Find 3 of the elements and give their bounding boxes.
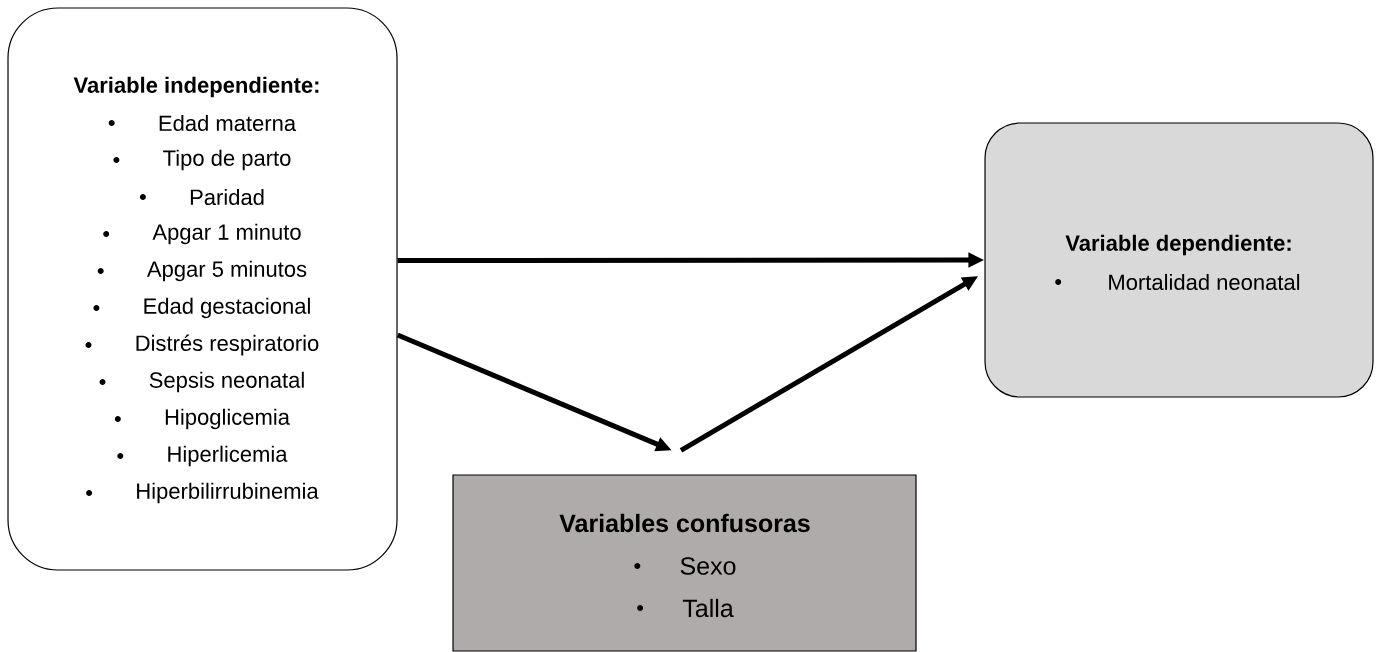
variable-box: Variable independiente: Edad materna Tipo de parto Paridad Apgar 1 minuto Apgar 5 minutos Edad gestacional Distrés respiratorio Sepsis neonatal Hipoglicemia Hiperlicemia Hiperbilirrubinemia xyxy=(7,7,398,571)
variable-box: Variables confusoras Sexo Talla xyxy=(452,474,917,652)
variable-box: Variable dependiente: Mortalidad neonatal xyxy=(984,122,1374,398)
